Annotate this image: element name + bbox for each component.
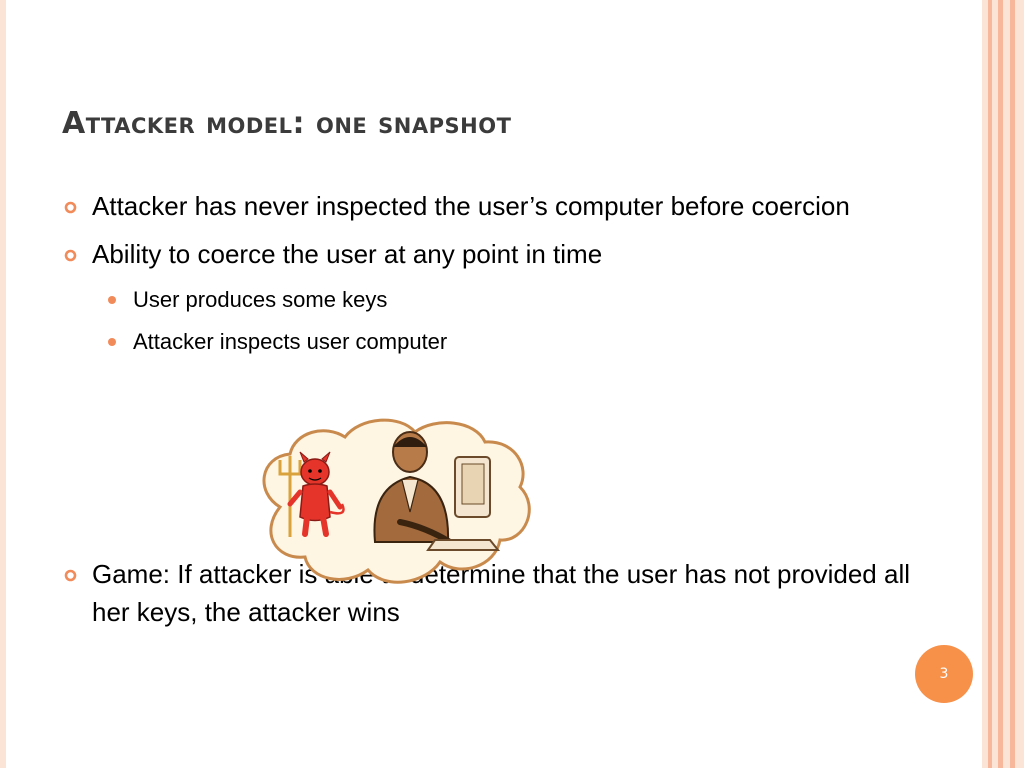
bullet-item: Game: If attacker is able to determine t… (62, 555, 922, 631)
user-at-computer-icon (373, 431, 501, 551)
sub-bullet-item: Attacker inspects user computer (62, 325, 922, 359)
ring-bullet-icon (64, 201, 77, 214)
sub-bullet-item: User produces some keys (62, 283, 922, 317)
sub-bullet-text: Attacker inspects user computer (133, 329, 448, 354)
right-stripe (998, 0, 1003, 768)
right-stripe (1010, 0, 1015, 768)
ring-bullet-icon (64, 569, 77, 582)
dot-bullet-icon (108, 338, 116, 346)
bullet-text: Attacker has never inspected the user’s … (92, 191, 850, 221)
devil-icon (287, 451, 345, 537)
bullet-item: Ability to coerce the user at any point … (62, 235, 922, 273)
bullet-text: Ability to coerce the user at any point … (92, 239, 603, 269)
ring-bullet-icon (64, 249, 77, 262)
page-number-badge: 3 (915, 645, 973, 703)
right-stripe (988, 0, 992, 768)
trident-icon (278, 456, 302, 537)
slide-title: Attacker model: one snapshot (62, 106, 512, 141)
bullet-list: Attacker has never inspected the user’s … (62, 187, 922, 641)
bullet-item: Attacker has never inspected the user’s … (62, 187, 922, 225)
sub-bullet-text: User produces some keys (133, 287, 388, 312)
devil-and-user-at-computer-cloud-icon (262, 418, 531, 584)
left-border (0, 0, 6, 768)
dot-bullet-icon (108, 296, 116, 304)
bullet-text: Game: If attacker is able to determine t… (92, 559, 910, 627)
